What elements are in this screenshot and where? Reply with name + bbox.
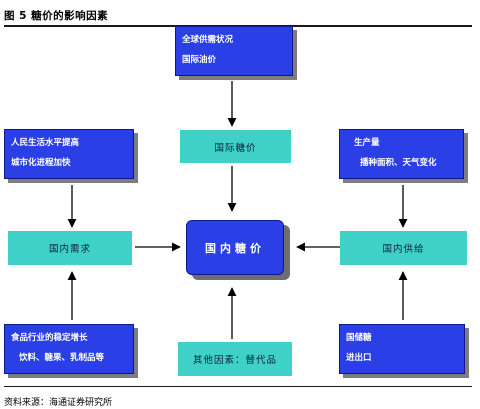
node-food-industry-line-1: 食品行业的稳定增长 (11, 333, 88, 343)
node-domestic-demand: 国内需求 (8, 231, 132, 265)
node-living-standards: 人民生活水平提高 城市化进程加快 (4, 129, 134, 179)
node-reserves: 国储糖 进出口 (339, 324, 465, 374)
node-living-standards-line-2: 城市化进程加快 (11, 158, 71, 168)
node-food-industry: 食品行业的稳定增长 饮料、糖果、乳制品等 (4, 324, 134, 374)
node-intl-sugar-price-label: 国际糖价 (214, 142, 257, 154)
node-intl-sugar-price: 国际糖价 (180, 130, 291, 163)
node-global-supply-line-1: 全球供需状况 (182, 35, 234, 45)
node-production-line-2: 播种面积、天气变化 (360, 158, 437, 168)
node-other-factors-label: 其他因素：替代品 (192, 355, 277, 366)
node-domestic-supply: 国内供给 (340, 231, 467, 265)
node-food-industry-line-2: 饮料、糖果、乳制品等 (19, 353, 105, 363)
node-production: 生产量 播种面积、天气变化 (339, 129, 464, 179)
bottom-rule (4, 386, 472, 387)
node-domestic-sugar-price: 国内糖价 (186, 220, 284, 275)
node-domestic-demand-label: 国内需求 (48, 244, 91, 255)
node-production-line-1: 生产量 (354, 138, 380, 148)
node-domestic-sugar-price-label: 国内糖价 (205, 241, 265, 255)
node-domestic-supply-label: 国内供给 (382, 244, 425, 255)
figure-source: 资料来源：海通证券研究所 (4, 398, 113, 408)
node-global-supply: 全球供需状况 国际油价 (175, 26, 293, 76)
node-living-standards-line-1: 人民生活水平提高 (11, 138, 80, 148)
node-global-supply-line-2: 国际油价 (182, 55, 217, 65)
node-reserves-line-1: 国储糖 (346, 333, 372, 343)
figure-title: 图 5 糖价的影响因素 (4, 10, 109, 22)
node-reserves-line-2: 进出口 (346, 353, 372, 363)
node-other-factors: 其他因素：替代品 (178, 342, 292, 376)
